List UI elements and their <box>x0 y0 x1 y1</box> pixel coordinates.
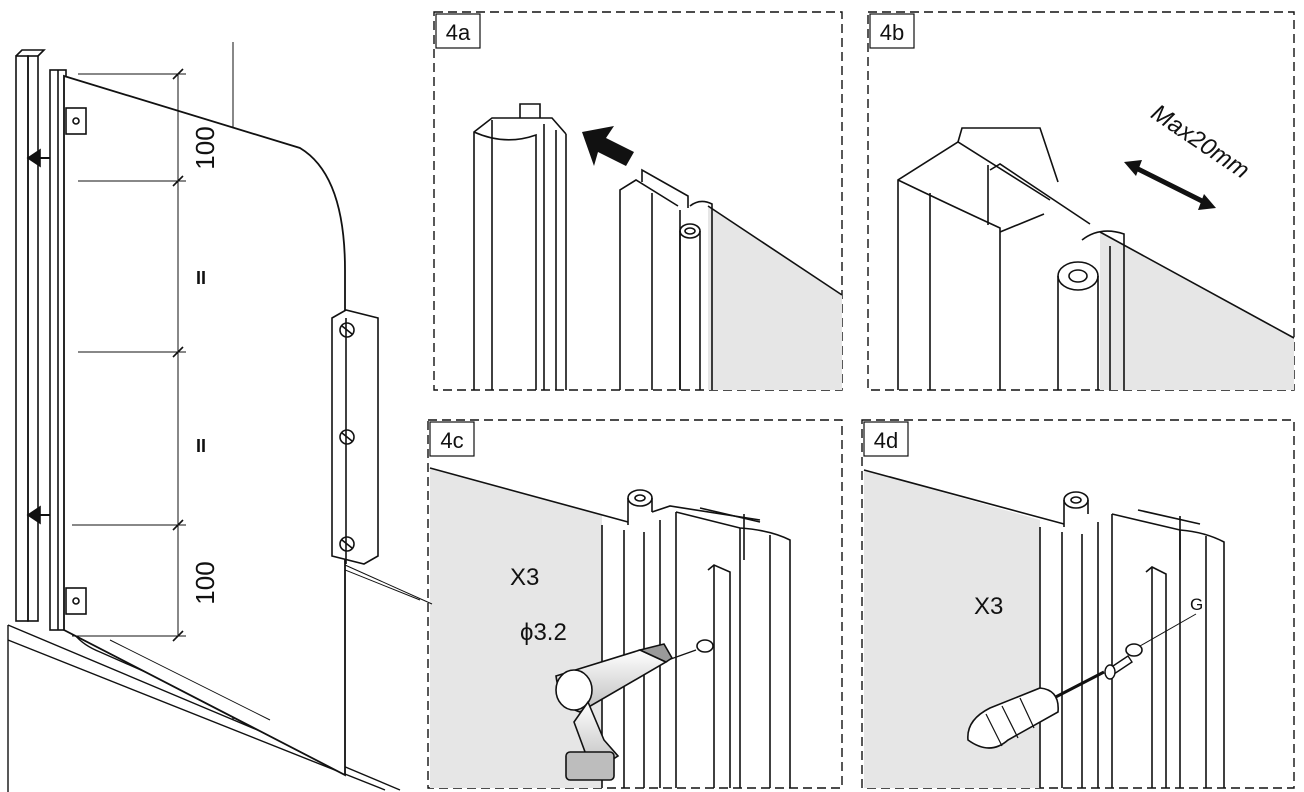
dimension-top: 100 <box>190 126 220 169</box>
door-profile-4b <box>989 163 1125 390</box>
detail-leader-line <box>344 564 433 605</box>
insert-arrow <box>582 126 634 166</box>
part-label-g: G <box>1190 595 1203 614</box>
door-profile-4d <box>1039 491 1089 788</box>
main-assembly-view <box>7 42 421 792</box>
drill-size-label: ϕ3.2 <box>520 619 567 646</box>
quantity-4c: X3 <box>510 564 539 591</box>
panel-4c-label: 4c <box>440 428 463 453</box>
panel-4b-label: 4b <box>880 20 904 45</box>
panel-4c: X3 ϕ3.2 4c <box>427 419 843 789</box>
drill-icon <box>555 643 697 781</box>
bottom-hinge <box>65 587 87 615</box>
panel-4a: 4a <box>433 11 843 391</box>
glass-panel <box>63 74 346 777</box>
equal-mark-lower: II <box>196 436 206 456</box>
panel-4b: Max20mm 4b <box>867 11 1295 391</box>
top-hinge <box>65 107 87 135</box>
panel-4d-label: 4d <box>874 428 898 453</box>
slide-arrow-upper <box>26 148 50 168</box>
adjustment-arrow <box>1124 160 1216 210</box>
screwdriver-icon <box>967 670 1105 749</box>
wall-profile-4b <box>897 127 1059 390</box>
wall-profile-4d <box>1097 509 1225 788</box>
slide-arrow-lower <box>26 505 50 525</box>
dimension-bottom: 100 <box>190 561 220 604</box>
equal-mark-upper: II <box>196 268 206 288</box>
dimension-lines <box>72 68 186 642</box>
panel-4d: X3 G 4d <box>861 419 1295 789</box>
wall-profile <box>15 49 46 622</box>
screw-icon <box>1104 655 1133 680</box>
quantity-4d: X3 <box>974 593 1003 620</box>
handle-bar <box>331 309 379 565</box>
drill-hole-mark <box>696 639 714 653</box>
wall-profile-4a <box>473 103 567 390</box>
wall-profile-4c <box>659 507 791 788</box>
door-profile-4a <box>619 168 713 390</box>
screw-hole-mark <box>1125 643 1143 657</box>
panel-4a-label: 4a <box>446 20 471 45</box>
